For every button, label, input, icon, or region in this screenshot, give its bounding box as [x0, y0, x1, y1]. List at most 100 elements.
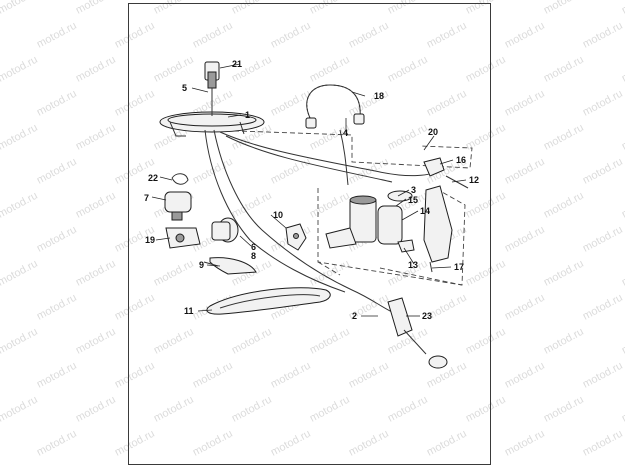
- watermark-text: motod.ru: [0, 326, 40, 357]
- watermark-text: motod.ru: [620, 190, 625, 221]
- watermark-text: motod.ru: [113, 428, 157, 459]
- watermark-text: motod.ru: [581, 156, 625, 187]
- callout-1: 1: [245, 110, 250, 120]
- watermark-text: motod.ru: [35, 292, 79, 323]
- watermark-text: motod.ru: [464, 394, 508, 425]
- callout-8: 8: [251, 251, 256, 261]
- watermark-text: motod.ru: [308, 0, 352, 17]
- watermark-text: motod.ru: [152, 326, 196, 357]
- watermark-text: motod.ru: [581, 360, 625, 391]
- fuel-line-main: [213, 129, 393, 313]
- watermark-text: motod.ru: [152, 258, 196, 289]
- watermark-text: motod.ru: [503, 88, 547, 119]
- watermark-text: motod.ru: [230, 326, 274, 357]
- watermark-text: motod.ru: [620, 54, 625, 85]
- watermark-text: motod.ru: [113, 88, 157, 119]
- tank-gasket: [206, 287, 331, 315]
- watermark-text: motod.ru: [581, 224, 625, 255]
- callout-13: 13: [408, 260, 418, 270]
- watermark-text: motod.ru: [0, 292, 1, 323]
- watermark-text: motod.ru: [0, 156, 1, 187]
- level-sender: [387, 297, 448, 369]
- watermark-text: motod.ru: [269, 428, 313, 459]
- watermark-text: motod.ru: [464, 258, 508, 289]
- watermark-text: motod.ru: [74, 190, 118, 221]
- watermark-text: motod.ru: [152, 394, 196, 425]
- clip-22: [171, 173, 189, 185]
- callout-15: 15: [408, 195, 418, 205]
- watermark-text: motod.ru: [542, 0, 586, 17]
- watermark-text: motod.ru: [503, 156, 547, 187]
- watermark-text: motod.ru: [35, 88, 79, 119]
- callout-23: 23: [422, 311, 432, 321]
- watermark-text: motod.ru: [503, 224, 547, 255]
- watermark-text: motod.ru: [152, 0, 196, 17]
- watermark-text: motod.ru: [152, 54, 196, 85]
- callout-20: 20: [428, 127, 438, 137]
- watermark-text: motod.ru: [542, 326, 586, 357]
- callout-17: 17: [454, 262, 464, 272]
- filter-assembly: [203, 217, 257, 275]
- watermark-text: motod.ru: [581, 88, 625, 119]
- callout-10: 10: [273, 210, 283, 220]
- watermark-text: motod.ru: [464, 326, 508, 357]
- watermark-text: motod.ru: [269, 156, 313, 187]
- watermark-text: motod.ru: [113, 20, 157, 51]
- fuel-line-secondary: [204, 129, 346, 293]
- callout-9: 9: [199, 260, 204, 270]
- watermark-text: motod.ru: [113, 360, 157, 391]
- callout-layer: 21 5 1 18 4 20 16 12 22 3 7 15 14 10 19 …: [144, 59, 479, 321]
- watermark-text: motod.ru: [35, 360, 79, 391]
- watermark-text: motod.ru: [386, 394, 430, 425]
- wiring-loom: [219, 131, 441, 177]
- watermark-text: motod.ru: [542, 122, 586, 153]
- watermark-text: motod.ru: [308, 190, 352, 221]
- watermark-text: motod.ru: [620, 394, 625, 425]
- corrugated-hose: [305, 84, 365, 129]
- watermark-text: motod.ru: [269, 360, 313, 391]
- watermark-text: motod.ru: [503, 428, 547, 459]
- callout-6: 6: [251, 242, 256, 252]
- watermark-text: motod.ru: [347, 20, 391, 51]
- watermark-text: motod.ru: [542, 394, 586, 425]
- watermark-text: motod.ru: [191, 428, 235, 459]
- watermark-text: motod.ru: [0, 224, 1, 255]
- bracket-10: [285, 223, 307, 251]
- watermark-text: motod.ru: [425, 20, 469, 51]
- watermark-text: motod.ru: [542, 54, 586, 85]
- watermark-text: motod.ru: [0, 122, 40, 153]
- watermark-text: motod.ru: [0, 428, 1, 459]
- tank-flange: [159, 111, 265, 137]
- watermark-text: motod.ru: [0, 360, 1, 391]
- watermark-text: motod.ru: [230, 0, 274, 17]
- watermark-text: motod.ru: [0, 54, 40, 85]
- watermark-text: motod.ru: [74, 258, 118, 289]
- callout-22: 22: [148, 173, 158, 183]
- watermark-text: motod.ru: [308, 394, 352, 425]
- watermark-text: motod.ru: [308, 258, 352, 289]
- diagram-frame: [128, 3, 491, 465]
- watermark-text: motod.ru: [308, 54, 352, 85]
- callout-3: 3: [411, 185, 416, 195]
- watermark-text: motod.ru: [503, 292, 547, 323]
- watermark-text: motod.ru: [0, 20, 1, 51]
- callout-18: 18: [374, 91, 384, 101]
- callout-12: 12: [469, 175, 479, 185]
- watermark-text: motod.ru: [464, 54, 508, 85]
- watermark-text: motod.ru: [74, 0, 118, 17]
- callout-21: 21: [232, 59, 242, 69]
- callout-5: 5: [182, 83, 187, 93]
- watermark-text: motod.ru: [0, 258, 40, 289]
- watermark-text: motod.ru: [35, 20, 79, 51]
- watermark-text: motod.ru: [464, 0, 508, 17]
- watermark-text: motod.ru: [191, 360, 235, 391]
- watermark-text: motod.ru: [0, 394, 40, 425]
- callout-16: 16: [456, 155, 466, 165]
- assembly-outline-upper: [209, 129, 473, 169]
- callout-4: 4: [343, 128, 348, 138]
- sender-plug: [204, 61, 220, 116]
- watermark-text: motod.ru: [74, 394, 118, 425]
- pressure-regulator: [164, 191, 201, 249]
- watermark-text: motod.ru: [581, 428, 625, 459]
